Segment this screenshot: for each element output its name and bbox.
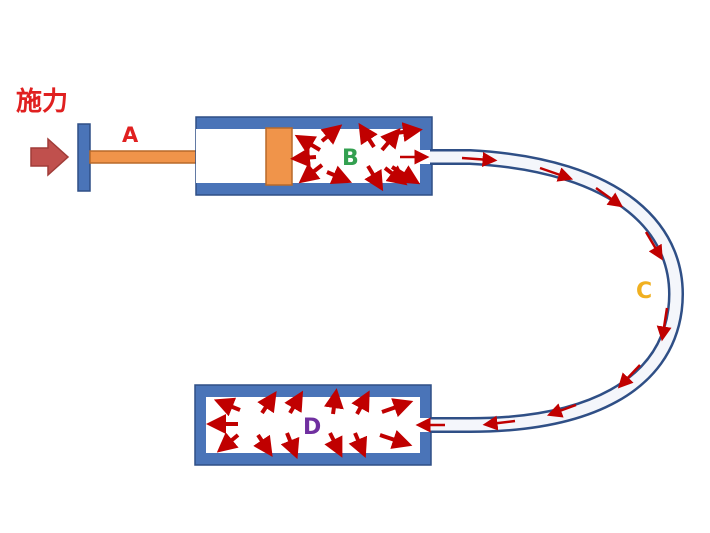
pressure-arrow-icon — [213, 397, 241, 417]
pressure-arrows-b — [290, 122, 423, 192]
pressure-arrow-icon — [381, 398, 414, 418]
flow-arrow-icon — [595, 186, 624, 208]
pressure-arrow-icon — [320, 124, 343, 145]
pressure-arrow-icon — [390, 165, 421, 185]
pressure-arrow-icon — [351, 390, 370, 415]
pressure-arrow-icon — [253, 433, 273, 457]
flow-arrow-icon — [644, 231, 663, 261]
pressure-arrow-icon — [298, 163, 324, 184]
flow-arrow-icon — [656, 307, 672, 342]
piston-head — [265, 127, 293, 186]
pressure-arrow-icon — [326, 165, 353, 185]
pressure-arrow-icon — [380, 127, 401, 152]
pressure-arrow-icon — [379, 429, 413, 449]
pressure-arrow-icon — [257, 391, 277, 415]
pressure-arrow-icon — [383, 165, 408, 186]
pressure-arrow-icon — [323, 388, 344, 415]
pressure-arrow-icon — [280, 432, 300, 460]
force-label: 施力 — [16, 86, 68, 117]
pressure-arrow-icon — [364, 164, 384, 192]
label-b: B — [342, 146, 359, 171]
pressure-arrows-d — [206, 388, 414, 460]
flow-arrow-icon — [546, 403, 577, 418]
flow-arrow-icon — [461, 151, 498, 167]
pressure-arrow-icon — [324, 432, 343, 458]
pressure-arrow-icon — [290, 147, 317, 168]
push-arrow-icon — [30, 137, 70, 177]
flow-arrow-icon — [482, 415, 516, 431]
handle-plate — [77, 123, 91, 192]
pressure-arrow-icon — [395, 122, 423, 142]
label-d: D — [303, 415, 321, 440]
pressure-arrow-icon — [284, 390, 304, 415]
flow-arrows — [400, 149, 672, 433]
flow-arrow-icon — [617, 364, 641, 389]
label-a: A — [122, 123, 139, 147]
pressure-arrow-icon — [358, 122, 378, 149]
label-c: C — [636, 279, 652, 304]
pressure-arrow-icon — [348, 432, 368, 459]
flow-arrow-icon — [539, 166, 574, 182]
pressure-arrow-icon — [294, 134, 322, 154]
pressure-arrow-icon — [216, 432, 240, 453]
